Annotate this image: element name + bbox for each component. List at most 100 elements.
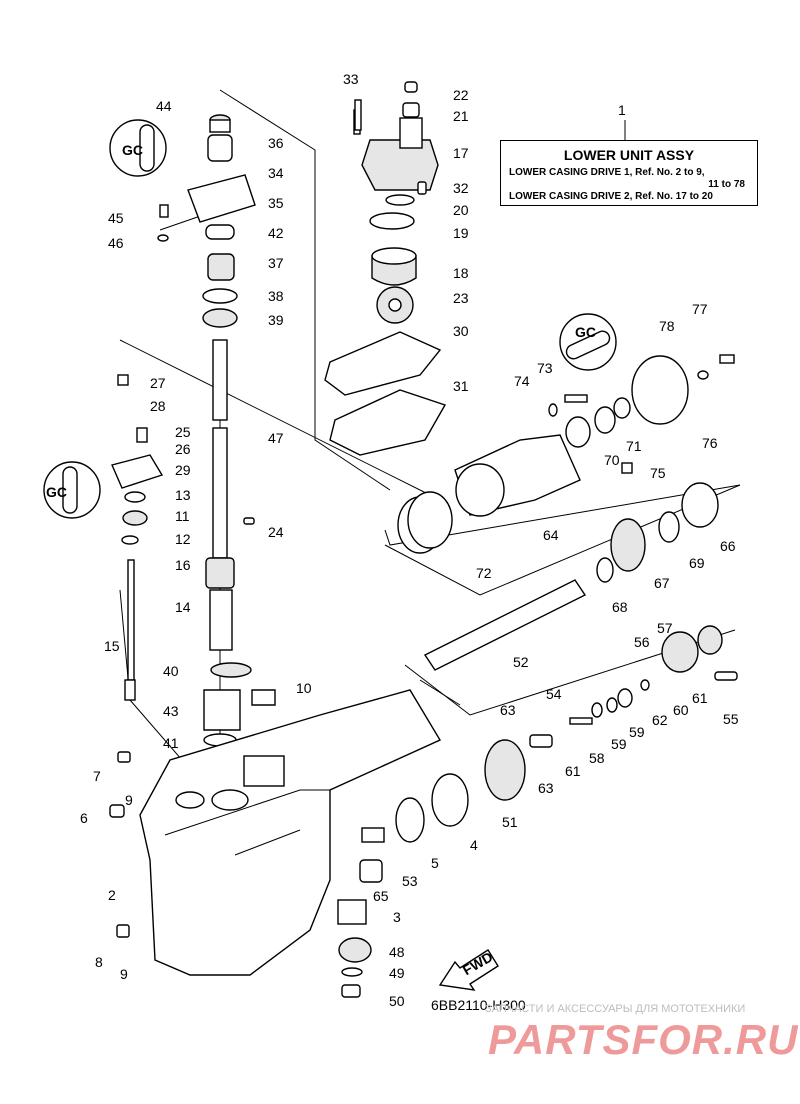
callout-50: 50 xyxy=(389,993,405,1009)
callout-25: 25 xyxy=(175,424,191,440)
callout-75: 75 xyxy=(650,465,666,481)
callout-49: 49 xyxy=(389,965,405,981)
callout-63a: 63 xyxy=(500,702,516,718)
ref-line-3: LOWER CASING DRIVE 2, Ref. No. 17 to 20 xyxy=(509,191,713,202)
callout-63b: 63 xyxy=(538,780,554,796)
callout-76: 76 xyxy=(702,435,718,451)
callout-47: 47 xyxy=(268,430,284,446)
callout-64: 64 xyxy=(543,527,559,543)
callout-38: 38 xyxy=(268,288,284,304)
callout-41: 41 xyxy=(163,735,179,751)
callout-19: 19 xyxy=(453,225,469,241)
callout-62: 62 xyxy=(652,712,668,728)
sealant-icon-2-label: GC xyxy=(46,484,67,500)
callout-13: 13 xyxy=(175,487,191,503)
shift-rod-group xyxy=(109,374,164,938)
callout-57: 57 xyxy=(657,620,673,636)
callout-72: 72 xyxy=(476,565,492,581)
callout-70: 70 xyxy=(604,452,620,468)
fwd-arrow: FWD xyxy=(438,948,499,991)
watermark-caption: ЗАПЧАСТИ И АКСЕССУАРЫ ДЛЯ МОТОТЕХНИКИ xyxy=(485,1003,746,1015)
callout-68: 68 xyxy=(612,599,628,615)
callout-26: 26 xyxy=(175,441,191,457)
callout-73: 73 xyxy=(537,360,553,376)
callout-1: 1 xyxy=(618,102,626,118)
callout-10: 10 xyxy=(296,680,312,696)
assembly-title: LOWER UNIT ASSY xyxy=(563,147,695,163)
callout-11: 11 xyxy=(175,508,190,524)
drive-shaft-group xyxy=(187,114,276,747)
callout-42: 42 xyxy=(268,225,284,241)
callout-12: 12 xyxy=(175,531,191,547)
callout-17: 17 xyxy=(453,145,469,161)
callout-29: 29 xyxy=(175,462,191,478)
callout-14: 14 xyxy=(175,599,191,615)
callout-51: 51 xyxy=(502,814,518,830)
callout-30: 30 xyxy=(453,323,469,339)
drawing-code: 6BB2110-H300 xyxy=(431,997,526,1013)
callout-60: 60 xyxy=(673,702,689,718)
callout-34: 34 xyxy=(268,165,284,181)
callout-21: 21 xyxy=(453,108,469,124)
callout-23: 23 xyxy=(453,290,469,306)
callout-27: 27 xyxy=(150,375,166,391)
callout-46: 46 xyxy=(108,235,124,251)
callout-65: 65 xyxy=(373,888,389,904)
callout-32: 32 xyxy=(453,180,469,196)
callout-77: 77 xyxy=(692,301,708,317)
sealant-icon-2: GC xyxy=(43,461,101,519)
callout-43: 43 xyxy=(163,703,179,719)
callout-3: 3 xyxy=(393,909,401,925)
callout-58: 58 xyxy=(589,750,605,766)
water-pump-housing xyxy=(324,81,447,456)
callout-66: 66 xyxy=(720,538,736,554)
callout-4: 4 xyxy=(470,837,478,853)
callout-59b: 59 xyxy=(629,724,645,740)
callout-36: 36 xyxy=(268,135,284,151)
callout-5: 5 xyxy=(431,855,439,871)
callout-24: 24 xyxy=(268,524,284,540)
callout-22: 22 xyxy=(453,87,469,103)
callout-numbers: 1 2 3 4 5 6 7 8 9 9 10 11 12 13 14 15 16… xyxy=(80,71,739,1009)
callout-28: 28 xyxy=(150,398,166,414)
callout-40: 40 xyxy=(163,663,179,679)
callout-6: 6 xyxy=(80,810,88,826)
callout-59a: 59 xyxy=(611,736,627,752)
callout-15: 15 xyxy=(104,638,120,654)
callout-52: 52 xyxy=(513,654,529,670)
callout-48: 48 xyxy=(389,944,405,960)
sealant-icon-3-label: GC xyxy=(575,324,596,340)
sealant-icon-1: GC xyxy=(109,119,167,177)
propeller-shaft-group xyxy=(157,99,738,998)
lower-casing xyxy=(139,689,442,976)
callout-74: 74 xyxy=(514,373,530,389)
callout-55: 55 xyxy=(723,711,739,727)
callout-39: 39 xyxy=(268,312,284,328)
callout-7: 7 xyxy=(93,768,101,784)
callout-37: 37 xyxy=(268,255,284,271)
callout-45: 45 xyxy=(108,210,124,226)
assembly-title-box: LOWER UNIT ASSY LOWER CASING DRIVE 1, Re… xyxy=(500,140,758,206)
callout-71: 71 xyxy=(626,438,642,454)
callout-9a: 9 xyxy=(125,792,133,808)
callout-9b: 9 xyxy=(120,966,128,982)
callout-44: 44 xyxy=(156,98,172,114)
callout-67: 67 xyxy=(654,575,670,591)
callout-31: 31 xyxy=(453,378,469,394)
callout-61a: 61 xyxy=(692,690,708,706)
watermark-logo: PARTSFOR.RU xyxy=(488,1016,799,1063)
callout-16: 16 xyxy=(175,557,191,573)
callout-56: 56 xyxy=(634,634,650,650)
callout-18: 18 xyxy=(453,265,469,281)
ref-line-1: LOWER CASING DRIVE 1, Ref. No. 2 to 9, xyxy=(509,167,705,178)
sealant-icon-3: GC xyxy=(559,313,617,371)
callout-53: 53 xyxy=(402,873,418,889)
callout-35: 35 xyxy=(268,195,284,211)
callout-54: 54 xyxy=(546,686,562,702)
ref-line-2: 11 to 78 xyxy=(708,179,745,190)
callout-78: 78 xyxy=(659,318,675,334)
callout-33: 33 xyxy=(343,71,359,87)
callout-8: 8 xyxy=(95,954,103,970)
sealant-icon-1-label: GC xyxy=(122,142,143,158)
